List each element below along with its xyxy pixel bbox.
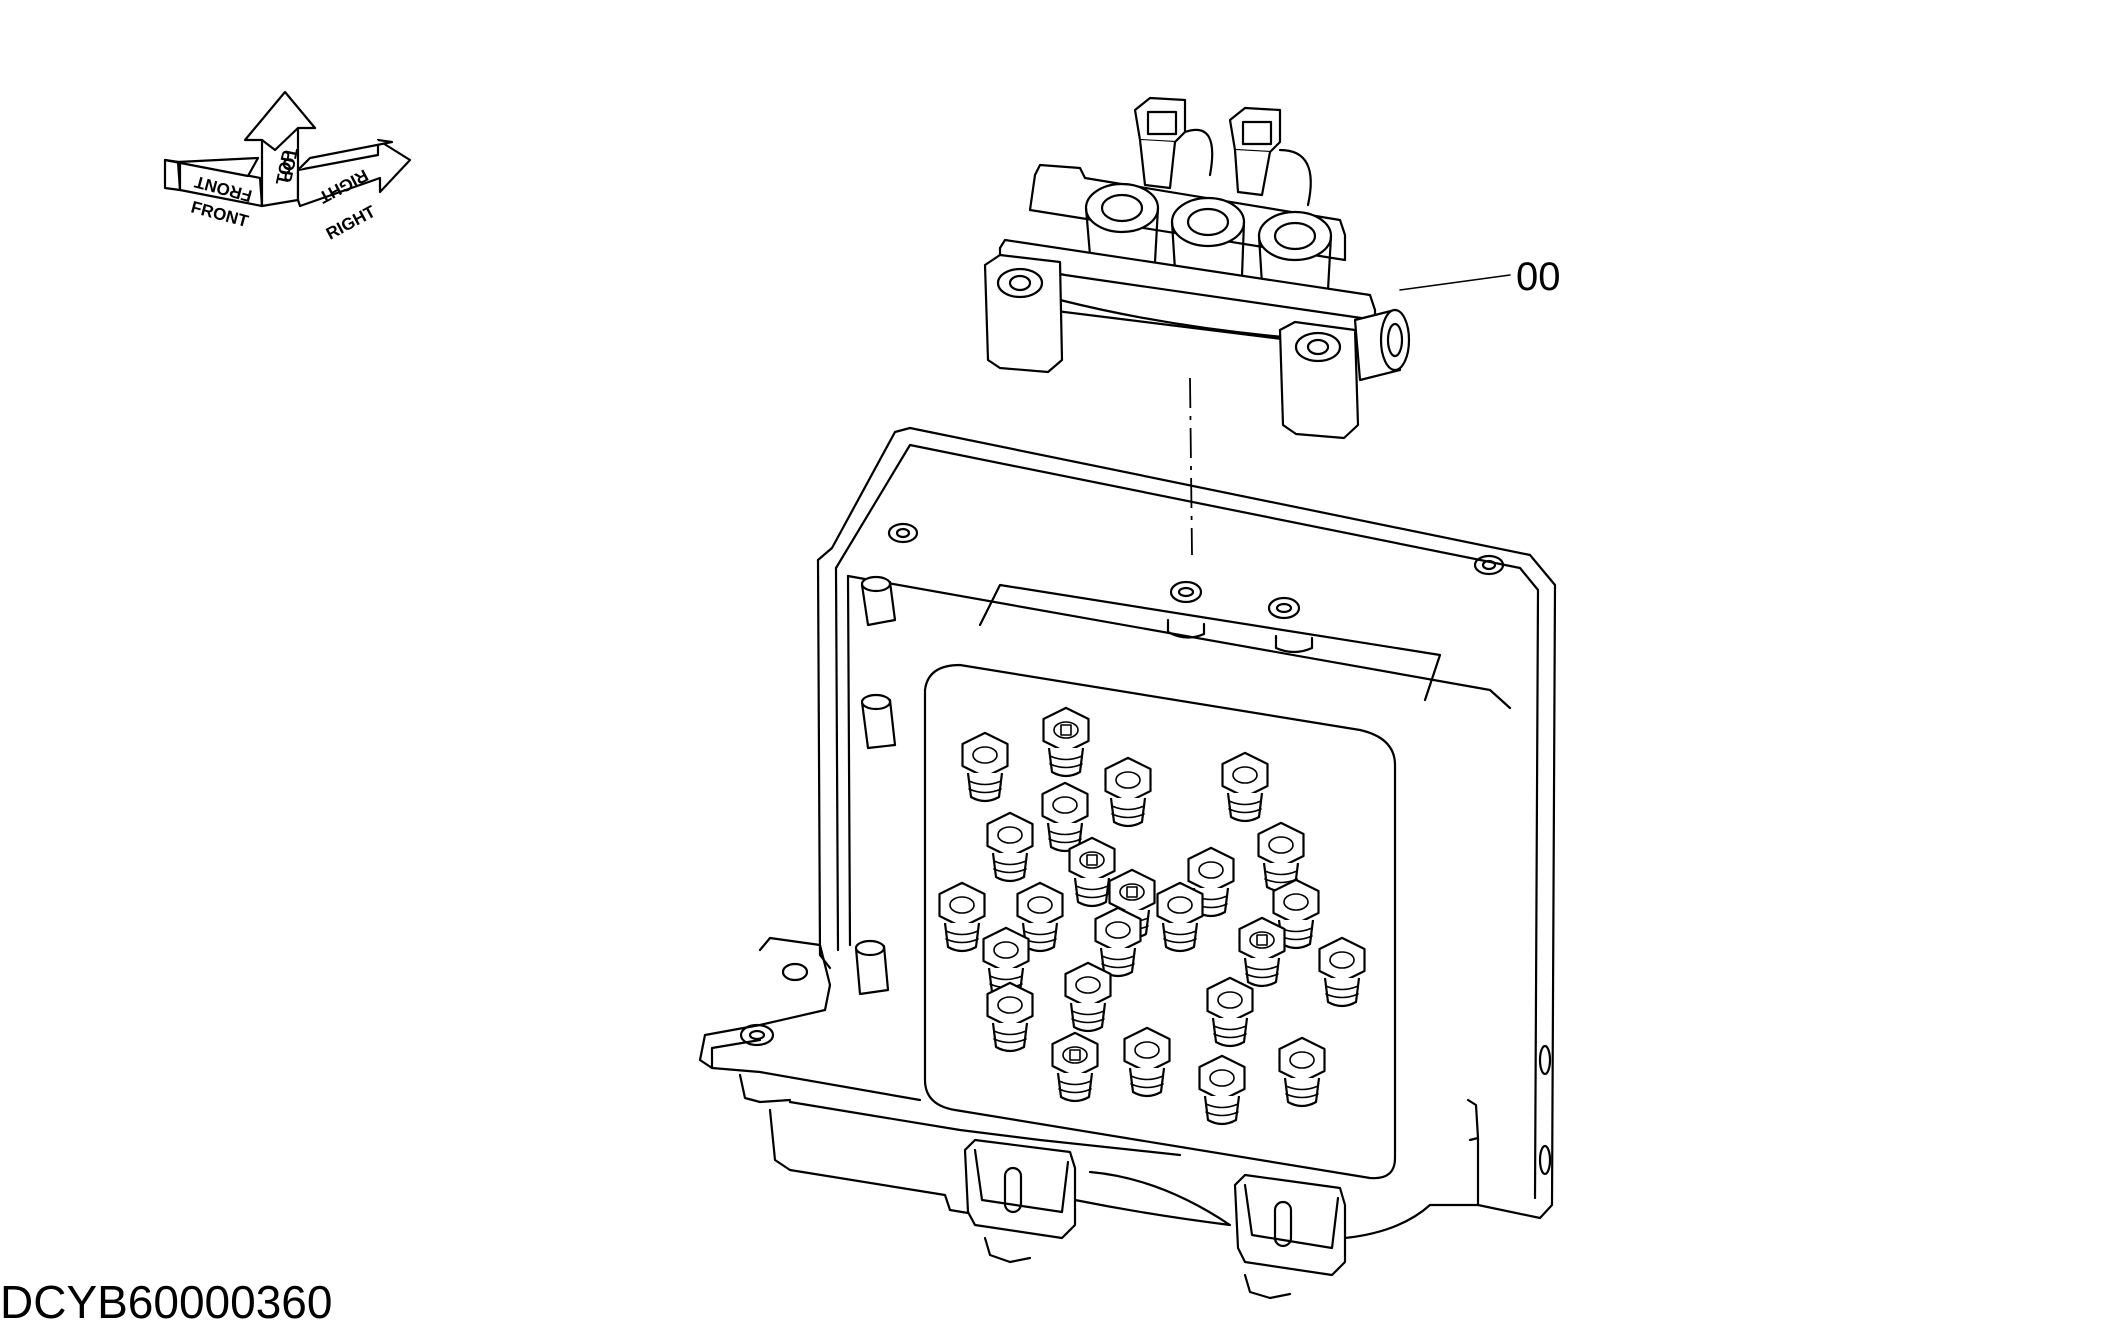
hex-fitting-icon: [1206, 976, 1254, 1048]
hex-fitting-icon: [1041, 781, 1089, 853]
hex-fitting-icon: [1064, 961, 1112, 1033]
valve-block-icon: [698, 426, 1557, 1300]
assembly-centerline: [1189, 377, 1193, 556]
hex-fitting-icon: [1051, 1031, 1099, 1103]
hex-fitting-icon: [1156, 881, 1204, 953]
orientation-arrows-icon: FRONT FRONT TOP TOP RIGHT RIGHT: [163, 90, 412, 244]
hex-fitting-icon: [1272, 878, 1320, 950]
hex-fitting-icon: [1094, 906, 1142, 978]
hex-fitting-icon: [1221, 751, 1269, 823]
hex-fitting-icon: [938, 881, 986, 953]
hex-fitting-icon: [1104, 756, 1152, 828]
fittings-group: [938, 706, 1366, 1126]
hex-fitting-icon: [1238, 916, 1286, 988]
solenoid-valve-icon: [983, 96, 1411, 440]
hex-fitting-icon: [1016, 881, 1064, 953]
hex-fitting-icon: [1278, 1036, 1326, 1108]
callout-leader: [1399, 274, 1511, 291]
hex-fitting-icon: [1068, 836, 1116, 908]
hex-fitting-icon: [986, 811, 1034, 883]
hex-fitting-icon: [1198, 1054, 1246, 1126]
hex-fitting-icon: [1123, 1026, 1171, 1098]
part-callout-label: 00: [1516, 255, 1561, 299]
hex-fitting-icon: [986, 981, 1034, 1053]
orientation-label-right: RIGHT: [323, 202, 379, 244]
drawing-code: DCYB60000360: [0, 1276, 332, 1322]
hex-fitting-icon: [961, 731, 1009, 803]
hex-fitting-icon: [1318, 936, 1366, 1008]
hex-fitting-icon: [1042, 706, 1090, 778]
